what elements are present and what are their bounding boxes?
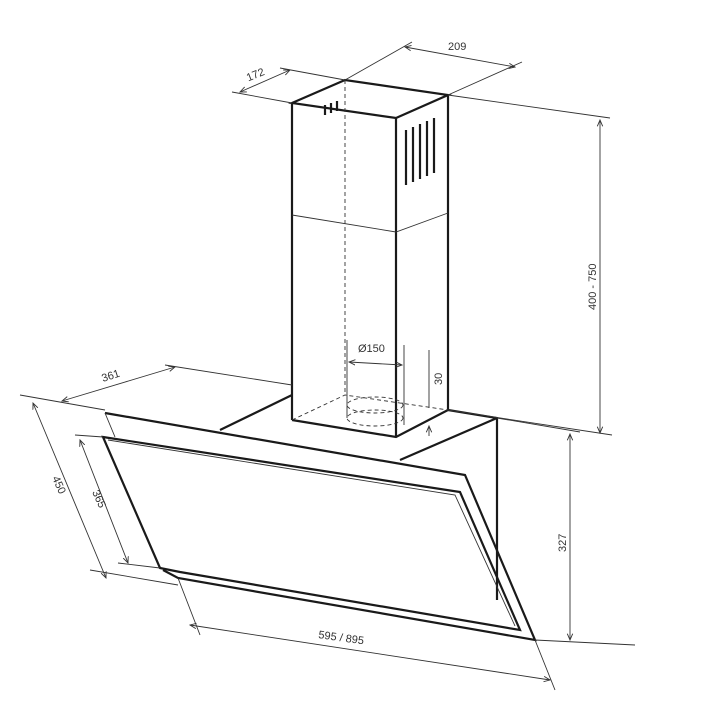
dim-327: 327 [496, 417, 636, 646]
dim-209: 209 [344, 41, 523, 96]
dim-400-750: 400 - 750 [447, 94, 613, 436]
dim-361: 361 [19, 364, 293, 411]
label-chimney-height: 400 - 750 [587, 264, 599, 310]
label-hood-width: 595 / 895 [318, 629, 365, 647]
label-chimney-width: 209 [448, 41, 466, 53]
dim-duct: Ø150 30 [349, 343, 445, 436]
chimney [288, 78, 452, 439]
dim-365: 365 [74, 434, 161, 569]
vent-slots-icon [323, 101, 436, 185]
label-panel-inner: 365 [89, 488, 107, 510]
label-hood-depth: 361 [100, 368, 121, 385]
dim-172: 172 [231, 66, 346, 104]
dim-595-895: 595 / 895 [177, 577, 556, 691]
hood-body [101, 394, 537, 642]
label-duct-offset: 30 [433, 373, 445, 385]
label-panel-outer: 450 [49, 474, 67, 496]
label-duct-diameter: Ø150 [358, 343, 385, 355]
label-hood-height: 327 [557, 534, 569, 552]
